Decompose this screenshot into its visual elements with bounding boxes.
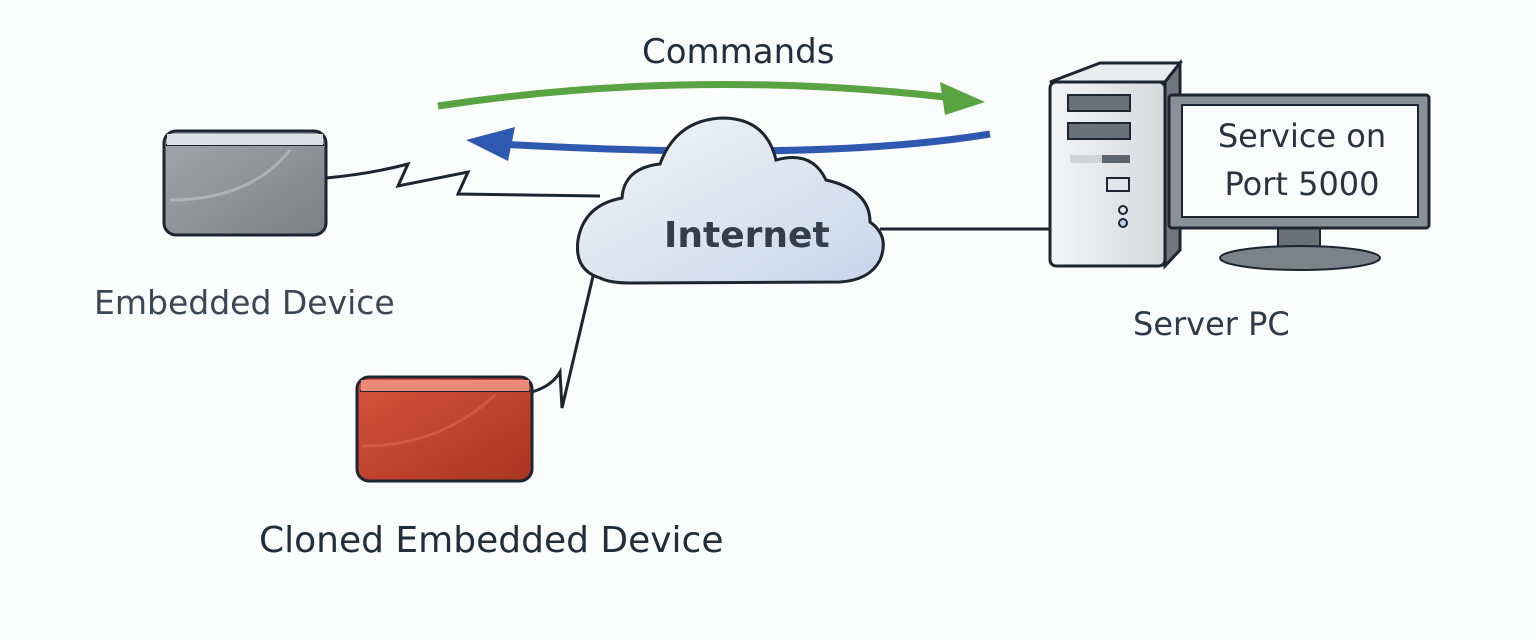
response-arrow (466, 127, 991, 161)
internet-label: Internet (664, 215, 830, 256)
commands-label: Commands (642, 32, 835, 72)
link-cloned-to-internet (531, 271, 596, 409)
server-tower-icon (1048, 58, 1184, 270)
monitor-icon (1167, 93, 1431, 271)
embedded-device-label: Embedded Device (94, 283, 395, 322)
cloned-device-icon (355, 375, 534, 483)
monitor-screen-text: Service on Port 5000 (1186, 112, 1418, 208)
screen-line-1: Service on (1217, 117, 1387, 155)
screen-line-2: Port 5000 (1224, 165, 1380, 203)
link-embedded-to-internet (325, 161, 601, 198)
server-pc-label: Server PC (1133, 305, 1290, 343)
commands-arrow (437, 80, 985, 115)
internet-cloud (575, 116, 885, 285)
cloned-device-label: Cloned Embedded Device (259, 520, 724, 561)
embedded-device-icon (162, 129, 328, 237)
